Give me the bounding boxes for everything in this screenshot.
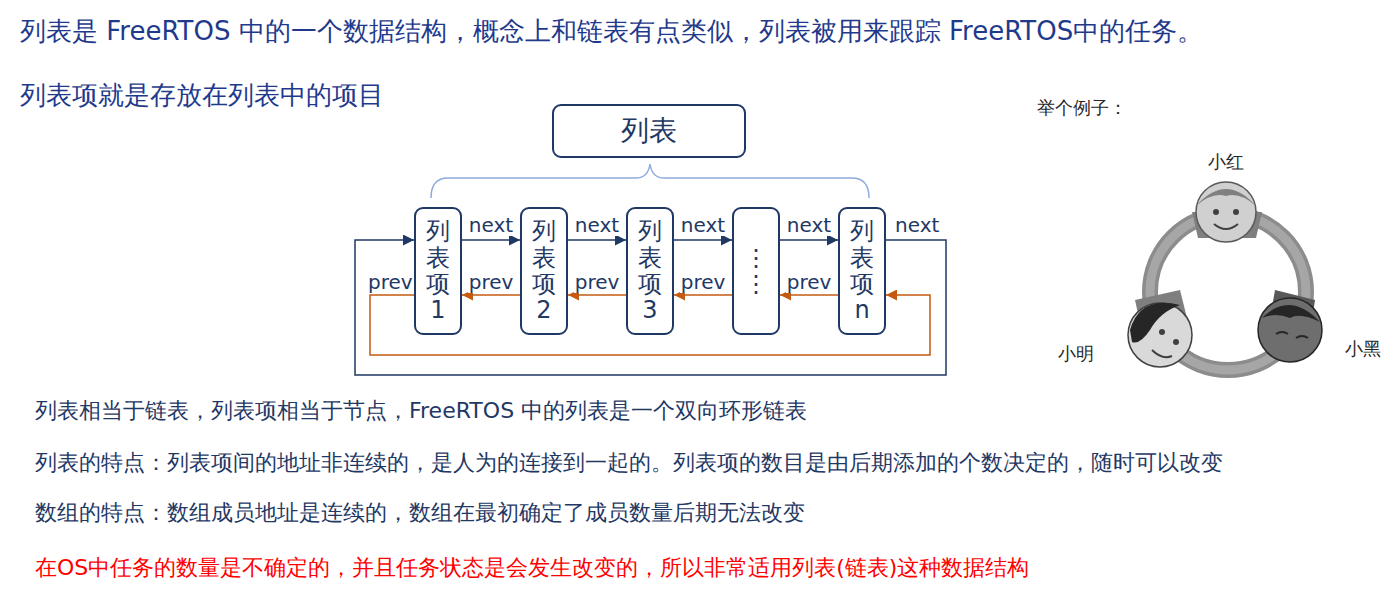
prev-pointer — [780, 294, 838, 296]
list-item-box: 列表项n — [838, 207, 886, 335]
edge-label: next — [680, 214, 726, 236]
node-text: 列表项1 — [426, 218, 450, 324]
list-item-box: 列表项2 — [520, 207, 568, 335]
edge-label: next — [468, 214, 514, 236]
person-name: 小红 — [1208, 150, 1244, 174]
list-brace — [431, 164, 869, 198]
edge-label: prev — [574, 271, 621, 293]
node-text: ⋮⋮ — [744, 245, 768, 298]
next-pointer — [780, 239, 838, 241]
edge-label: prev — [468, 271, 515, 293]
edge-label: prev — [680, 271, 727, 293]
edge-label: prev — [367, 271, 414, 293]
note-text: 列表的特点：列表项间的地址非连续的，是人为的连接到一起的。列表项的数目是由后期添… — [35, 448, 1223, 478]
node-text: 列表项3 — [638, 218, 662, 324]
heading-text: 列表是 FreeRTOS 中的一个数据结构，概念上和链表有点类似，列表被用来跟踪… — [20, 14, 1203, 49]
prev-pointer — [674, 294, 732, 296]
node-text: 列表项n — [850, 218, 874, 324]
prev-pointer — [462, 294, 520, 296]
next-pointer — [674, 239, 732, 241]
highlight-note: 在OS中任务的数量是不确定的，并且任务状态是会发生改变的，所以非常适用列表(链表… — [35, 553, 1029, 583]
list-item-box: 列表项1 — [414, 207, 462, 335]
list-item-box: ⋮⋮ — [732, 207, 780, 335]
hand-circle-figure — [1128, 182, 1322, 370]
example-label: 举个例子： — [1037, 96, 1127, 120]
node-text: 列表项2 — [532, 218, 556, 324]
note-text: 列表相当于链表，列表项相当于节点，FreeRTOS 中的列表是一个双向环形链表 — [35, 396, 807, 426]
edge-label: prev — [786, 271, 833, 293]
next-pointer — [568, 239, 626, 241]
note-text: 数组的特点：数组成员地址是连续的，数组在最初确定了成员数量后期无法改变 — [35, 498, 805, 528]
person-name: 小明 — [1058, 342, 1094, 366]
heading-text: 列表项就是存放在列表中的项目 — [20, 78, 384, 113]
node-text: 列表 — [621, 112, 677, 150]
edge-label: next — [574, 214, 620, 236]
prev-pointer — [568, 294, 626, 296]
list-item-box: 列表项3 — [626, 207, 674, 335]
list-box: 列表 — [552, 104, 746, 158]
next-pointer — [462, 239, 520, 241]
edge-label: next — [786, 214, 832, 236]
edge-label: next — [894, 214, 940, 236]
person-name: 小黑 — [1345, 337, 1381, 361]
